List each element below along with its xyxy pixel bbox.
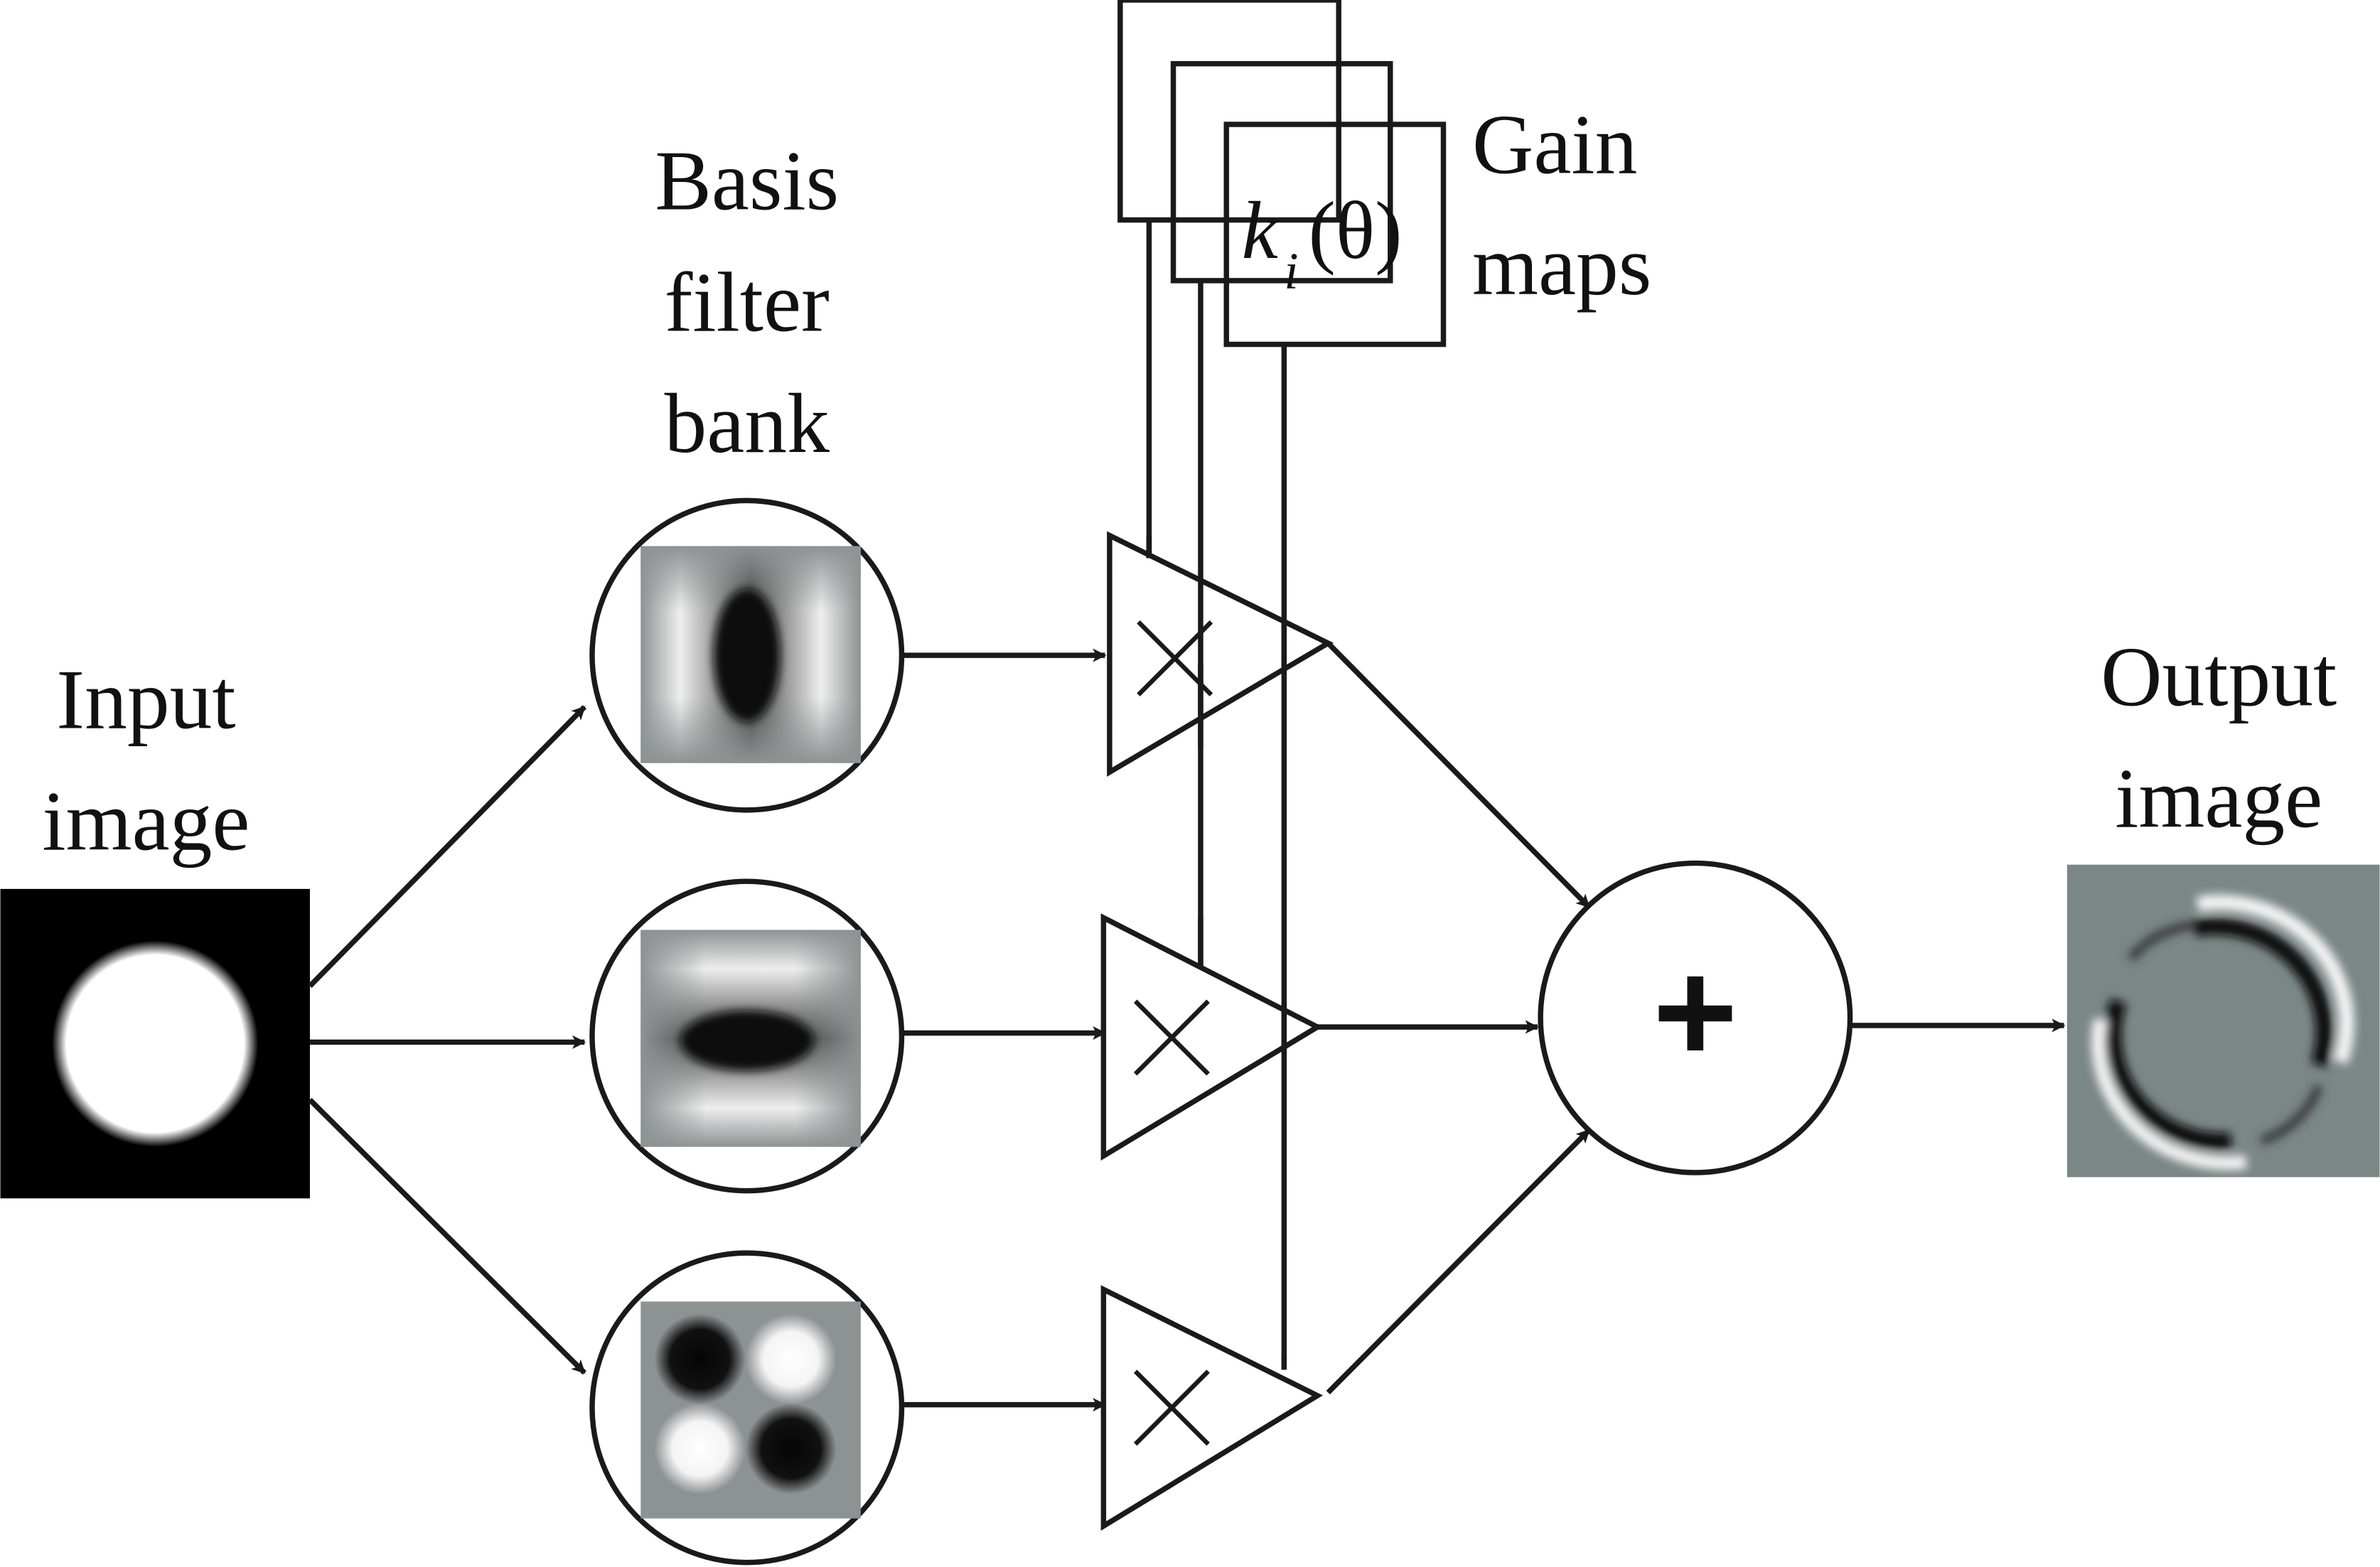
- basis-label-line3: bank: [665, 376, 830, 470]
- gain-label-line1: Gain: [1472, 97, 1637, 191]
- input-image-label: Input image: [42, 652, 250, 868]
- input-label-line2: image: [42, 773, 250, 868]
- gain-map-box-back: [1117, 0, 1341, 223]
- sum-node: +: [1538, 860, 1853, 1175]
- gain-map-box-middle: [1170, 60, 1393, 284]
- output-label-line1: Output: [2101, 630, 2337, 724]
- gain-maps-label: Gain maps: [1472, 97, 1651, 313]
- basis-filter-vertical: [589, 497, 905, 813]
- sum-plus-symbol: +: [1653, 931, 1738, 1093]
- output-image: [2067, 864, 2380, 1178]
- basis-filter-bank-label: Basis filter bank: [655, 134, 839, 471]
- output-label-line2: image: [2115, 750, 2322, 845]
- gain-label-line2: maps: [1472, 218, 1651, 313]
- input-label-line1: Input: [56, 652, 235, 747]
- multiplier-3: [1100, 1285, 1324, 1531]
- gain-map-k: k: [1242, 185, 1280, 276]
- gain-map-wires-overlay: [1146, 535, 1287, 1370]
- arrow-input-to-filter-3: [308, 1097, 586, 1375]
- gain-map-box-front: [1223, 122, 1447, 348]
- basis-filter-horizontal: [589, 878, 905, 1194]
- gain-map-wires: [1146, 220, 1287, 1370]
- gain-map-theta: (θ): [1308, 185, 1402, 276]
- multiplier-2: [1100, 913, 1323, 1161]
- arrow-mult3-to-sum: [1326, 1128, 1592, 1395]
- basis-label-line2: filter: [665, 254, 830, 349]
- basis-filter-diagonal: [589, 1250, 905, 1566]
- multiplier-to-sum-arrows: [1317, 641, 1592, 1395]
- output-image-label: Output image: [2101, 630, 2337, 846]
- gain-map-subscript: i: [1284, 242, 1298, 300]
- filter-to-multiplier-arrows: [901, 648, 1107, 1412]
- input-to-filter-arrows: [308, 705, 586, 1375]
- gain-maps: k i (θ): [1117, 0, 1447, 348]
- multiplier-1: [1107, 531, 1334, 777]
- basis-label-line1: Basis: [655, 134, 839, 228]
- arrow-input-to-filter-1: [308, 705, 586, 989]
- input-image: [0, 888, 310, 1199]
- arrow-mult1-to-sum: [1326, 641, 1592, 910]
